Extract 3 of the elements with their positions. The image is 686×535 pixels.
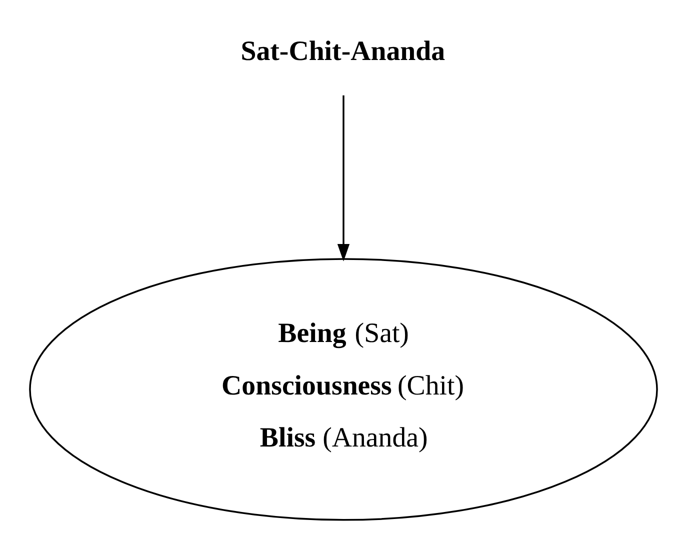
node-text: Sat-Chit-Ananda bbox=[240, 36, 445, 67]
arrow bbox=[336, 95, 350, 262]
node-ellipse: Being (Sat) Consciousness (Chit) Bliss (Ananda) bbox=[28, 258, 658, 521]
